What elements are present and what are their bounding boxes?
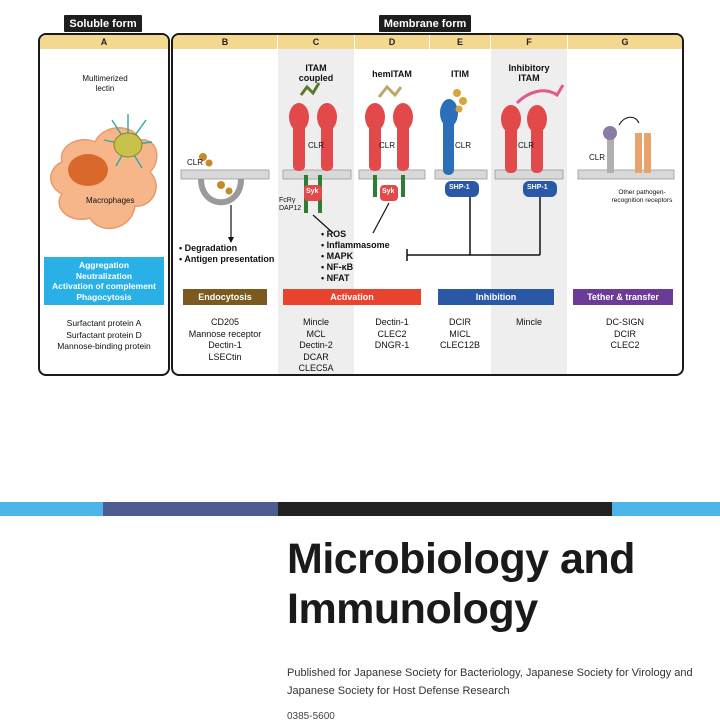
function-phagocytosis: Phagocytosis [76,291,132,302]
journal-title: Microbiology and Immunology [287,534,635,634]
macrophage-illustration [50,114,158,230]
inhibitory-itam-heading: Inhibitory ITAM [508,63,550,83]
hemitam-receptor [365,103,413,171]
column-header-b: B [173,35,277,49]
outcome-degradation: Degradation [184,243,238,253]
endocytic-vesicle [198,178,244,206]
membrane-form-tab: Membrane form [379,15,471,32]
itam-receptor [289,103,337,171]
list-item: DNGR-1 [374,340,410,350]
soluble-examples-list: Surfactant protein A Surfactant protein … [40,318,168,353]
list-item: Mincle [302,317,329,327]
endocytosis-bar: Endocytosis [183,289,267,305]
itam-coupled-heading: ITAM coupled [298,63,334,83]
column-header-g: G [568,35,682,49]
list-item: Dectin-2 [299,340,333,350]
list-item: Mincle [515,317,542,327]
publisher-statement: Published for Japanese Society for Bacte… [287,667,693,697]
clr-label-d: CLR [379,141,396,150]
clr-label-c: CLR [308,141,325,150]
column-header-a: A [40,35,168,49]
syk-label-c: Syk [306,188,319,195]
column-header-c: C [278,35,354,49]
cell-membrane [180,169,675,180]
list-item: MICL [449,328,471,339]
list-item: Dectin-1 [375,317,409,327]
other-prr-label: Other pathogen- recognition receptors [611,189,673,204]
column-header-d: D [355,35,429,49]
list-item: Dectin-1 [208,340,242,350]
tether-transfer-bar: Tether & transfer [573,289,673,305]
itam-examples: Mincle MCL Dectin-2 DCAR CLEC5A [278,317,354,374]
activation-outcomes: • ROS • Inflammasome • MAPK • NF-κB • NF… [321,229,390,283]
receptor-signaling-diagram [180,82,675,261]
issn: 0385-5600 [287,711,335,722]
macrophage-nucleus [68,154,108,186]
inhibitory-itam-examples: Mincle [491,317,567,329]
function-aggregation: Aggregation [78,260,130,270]
list-item: DCIR [614,328,636,339]
column-c-background [278,49,354,374]
soluble-form-panel: A Multimerized lectin Macrophages Aggreg… [38,33,170,376]
outcome-antigen-presentation: Antigen presentation [184,254,275,264]
journal-title-line-1: Microbiology and [287,535,635,583]
outcome-mapk: MAPK [326,251,354,261]
outcome-nfkb: NF-κB [326,262,354,272]
tether-receptors [603,116,651,173]
syk-label-d: Syk [382,188,395,195]
list-item: MCL [306,328,326,339]
list-item: CLEC2 [377,328,407,339]
list-item: Mannose-binding protein [57,341,151,351]
clr-label-b: CLR [187,158,204,167]
shp1-label-f: SHP-1 [527,184,548,191]
column-f-background [491,49,567,374]
list-item: Mannose receptor [188,328,262,339]
endocytosis-outcomes: • Degradation • Antigen presentation [179,243,275,264]
list-item: Surfactant protein D [66,329,142,340]
itim-heading: ITIM [451,69,469,79]
list-item: CLEC5A [298,363,334,373]
list-item: CLEC2 [610,340,640,350]
list-item: CLEC12B [439,340,481,350]
endocytosis-examples: CD205 Mannose receptor Dectin-1 LSECtin [173,317,277,363]
list-item: DCIR [449,317,471,327]
list-item: DCAR [303,351,329,362]
clr-label-g: CLR [589,153,606,162]
membrane-form-panel: B C D E F G ITAM coupled hemITAM ITIM In… [171,33,684,376]
fcr-dap12-label: FcRγ DAP12 [279,197,302,212]
hemitam-examples: Dectin-1 CLEC2 DNGR-1 [355,317,429,352]
list-item: DC-SIGN [606,317,644,327]
clr-label-e: CLR [455,141,472,150]
list-item: LSECtin [208,351,242,362]
macrophages-label: Macrophages [86,196,135,205]
hemitam-heading: hemITAM [372,69,412,79]
stripe-segment-1 [0,502,103,516]
itim-receptor [440,99,458,175]
function-complement: Activation of complement [52,281,156,291]
inhibition-bar: Inhibition [438,289,554,305]
outcome-inflammasome: Inflammasome [326,240,390,250]
journal-title-line-2: Immunology [287,585,538,633]
column-header-f: F [491,35,567,49]
list-item: CD205 [210,317,239,327]
column-header-e: E [430,35,490,49]
soluble-function-box: Aggregation Neutralization Activation of… [44,257,164,305]
inhibitory-itam-receptor [501,105,547,173]
stripe-segment-3 [278,502,612,516]
soluble-form-tab: Soluble form [64,15,142,32]
outcome-ros: ROS [326,229,347,239]
clr-label-f: CLR [518,141,535,150]
outcome-nfat: NFAT [326,273,350,283]
function-neutralization: Neutralization [75,270,133,281]
itim-examples: DCIR MICL CLEC12B [430,317,490,352]
shp1-label-e: SHP-1 [449,184,470,191]
multimerized-lectin-label: Multimerized lectin [82,74,128,93]
activation-bar: Activation [283,289,421,305]
list-item: Surfactant protein A [66,318,142,328]
stripe-segment-4 [612,502,720,516]
tether-examples: DC-SIGN DCIR CLEC2 [568,317,682,352]
stripe-segment-2 [103,502,278,516]
